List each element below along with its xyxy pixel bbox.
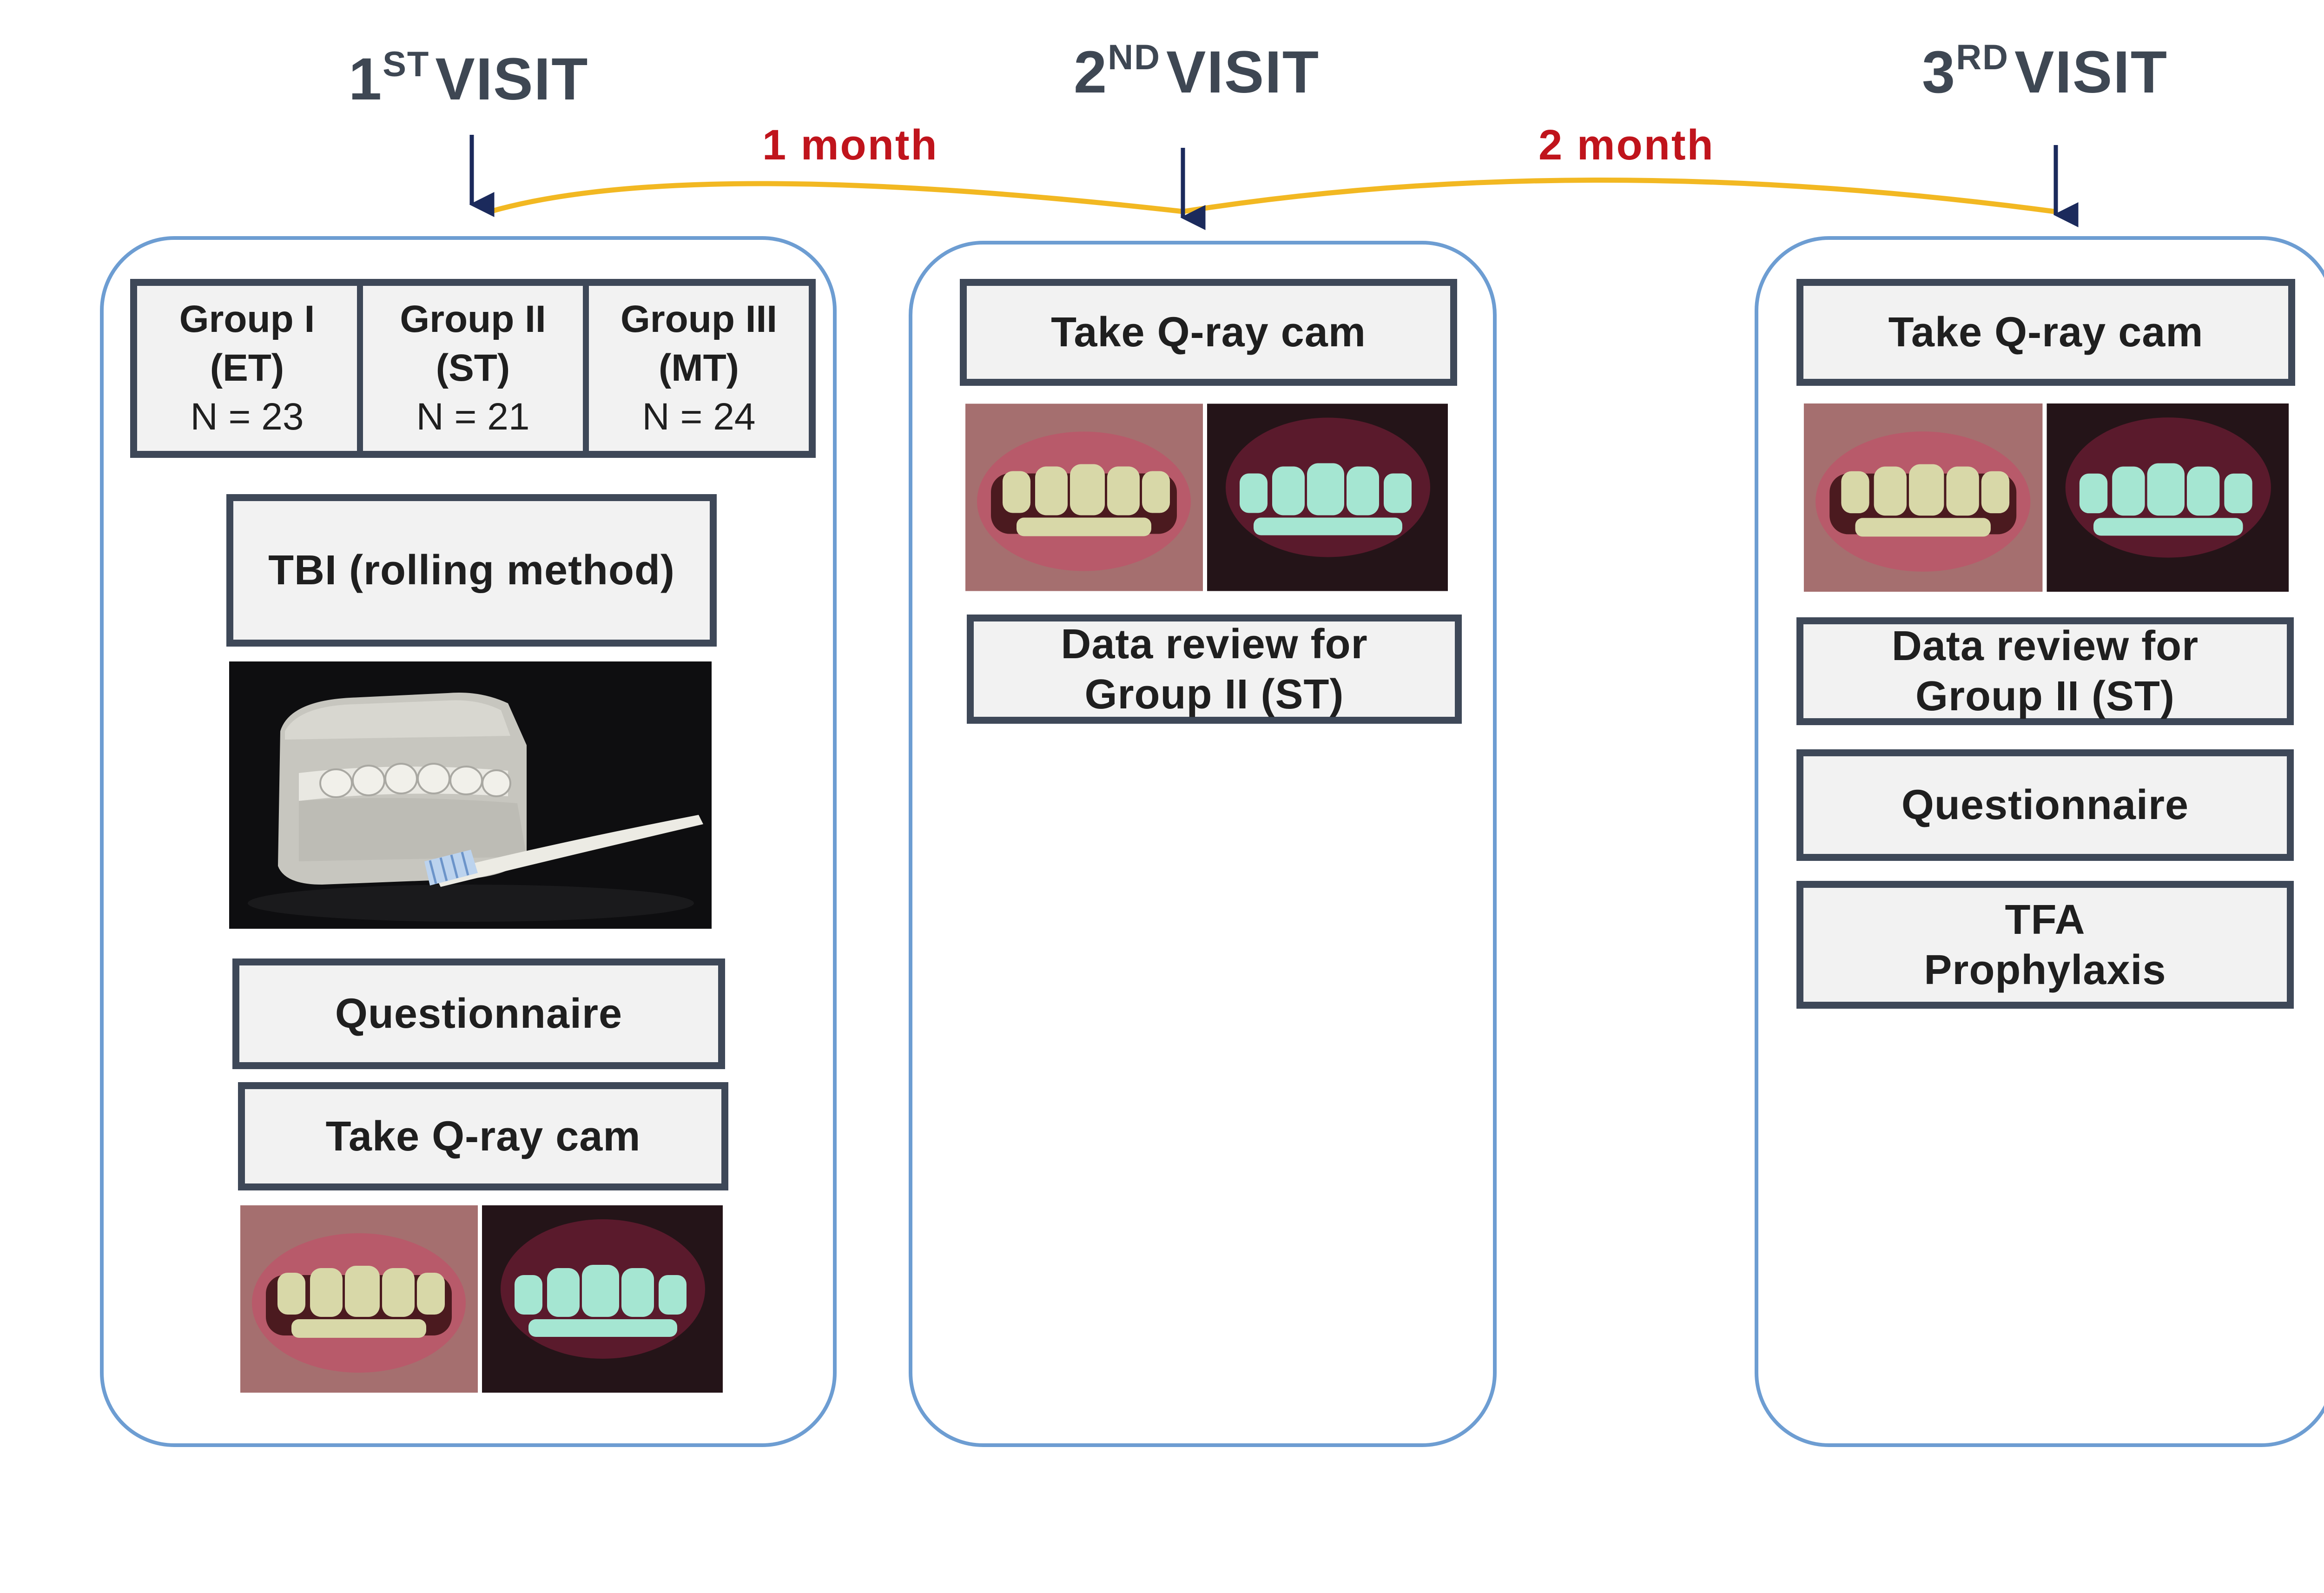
tbi-box: TBI (rolling method) [226,494,717,647]
tfa-line-1: TFA [2005,896,2086,943]
group-count: N = 21 [416,395,530,438]
visit-word: VISIT [1166,39,1320,106]
review-line-2: Group II (ST) [1084,671,1344,718]
group-count: N = 23 [190,395,304,438]
visit-word: VISIT [2014,39,2168,106]
visit-suffix: RD [1956,38,2009,77]
visit-suffix: ND [1108,38,1161,77]
interval-label-2: 2 month [1538,121,1715,169]
qray-teeth-pair [965,403,1448,591]
group-name: Group II [400,298,546,341]
visit-2-title: 2NDVISIT [1074,37,1320,106]
qray-teeth-photo-visit-3 [1803,403,2289,592]
questionnaire-box-visit-3: Questionnaire [1796,749,2294,861]
timeline-curve-2 [1182,178,2055,214]
group-name: Group I [179,298,315,341]
data-review-box-visit-2: Data review for Group II (ST) [967,615,1462,724]
tfa-line-2: Prophylaxis [1924,946,2166,993]
interval-label-1: 1 month [762,121,938,169]
qray-box-visit-1: Take Q-ray cam [238,1082,728,1190]
group-table: Group I (ET) N = 23 Group II (ST) N = 21… [130,279,816,458]
tfa-prophylaxis-box: TFA Prophylaxis [1796,881,2294,1009]
review-line-1: Data review for [1061,621,1368,668]
group-cell-3: Group III (MT) N = 24 [583,286,809,451]
qray-teeth-photo-visit-1 [240,1205,723,1393]
timeline-curve-1 [489,181,1183,214]
dental-model-toothbrush-photo [229,661,712,929]
qray-teeth-photo-visit-2 [965,402,1448,593]
qray-box-visit-3: Take Q-ray cam [1796,279,2295,386]
group-abbr: (MT) [658,347,739,390]
data-review-box-visit-3: Data review for Group II (ST) [1796,617,2294,725]
visit-number: 3 [1922,39,1956,106]
questionnaire-box-visit-1: Questionnaire [232,958,725,1069]
qray-teeth-pair [1803,403,2289,592]
qray-teeth-pair [240,1205,723,1393]
visit-1-title: 1STVISIT [349,44,588,113]
visit-number: 1 [349,46,383,112]
visit-suffix: ST [383,45,430,84]
group-count: N = 24 [642,395,756,438]
visit-number: 2 [1074,39,1108,106]
visit-word: VISIT [435,46,589,112]
group-cell-2: Group II (ST) N = 21 [357,286,583,451]
group-name: Group III [620,298,778,341]
group-abbr: (ST) [436,347,510,390]
review-line-1: Data review for [1891,623,2199,669]
visit-3-title: 3RDVISIT [1922,37,2168,106]
group-cell-1: Group I (ET) N = 23 [137,286,357,451]
review-line-2: Group II (ST) [1915,673,2175,720]
group-abbr: (ET) [210,347,284,390]
qray-box-visit-2: Take Q-ray cam [960,279,1457,386]
